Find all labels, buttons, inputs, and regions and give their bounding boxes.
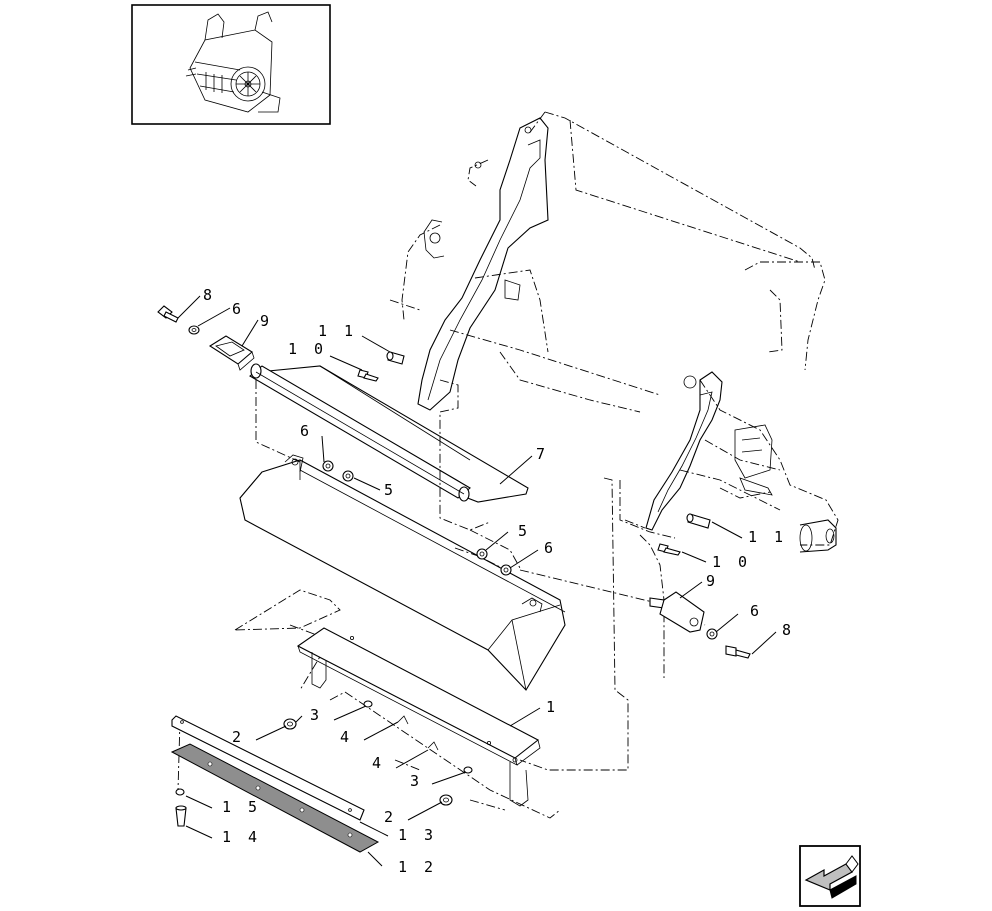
nut-5-upper	[342, 470, 354, 482]
bolt-10-left	[357, 369, 379, 382]
page-navigation-arrow-icon[interactable]	[799, 845, 861, 907]
bolt-10-right	[657, 543, 681, 556]
callout-4-upper: 4	[340, 728, 353, 746]
callout-14: 1 4	[222, 828, 261, 846]
callout-15: 1 5	[222, 798, 261, 816]
callout-11-right: 1 1	[748, 528, 787, 546]
callout-6-right: 6	[750, 602, 763, 620]
callout-10-right: 1 0	[712, 553, 751, 571]
callout-6-lower: 6	[544, 539, 557, 557]
callout-8-left: 8	[203, 286, 216, 304]
washer-3-left	[363, 700, 373, 708]
callout-9-right: 9	[706, 572, 719, 590]
nut-2-left	[283, 718, 297, 730]
fastener-bolt-8-left	[157, 305, 179, 323]
roller-tube	[249, 363, 471, 502]
callout-6-upper: 6	[300, 422, 313, 440]
washer-6-right	[706, 628, 718, 640]
callout-3-left: 3	[310, 706, 323, 724]
callout-5-upper: 5	[384, 481, 397, 499]
clip-4-lower	[427, 741, 439, 751]
washer-6-lower	[500, 564, 512, 576]
washer-15	[175, 788, 185, 796]
callout-5-lower: 5	[518, 522, 531, 540]
callout-10-left: 1 0	[288, 340, 327, 358]
callout-12: 1 2	[398, 858, 437, 876]
bushing-11-right	[686, 513, 711, 529]
washer-3-right	[463, 766, 473, 774]
callout-leader-lines	[177, 295, 777, 867]
chute-body	[239, 454, 566, 691]
mounting-strip-13	[171, 715, 365, 821]
bolt-8-right	[725, 645, 751, 659]
screw-14	[175, 805, 187, 827]
pivot-pin-9-right	[649, 591, 705, 633]
callout-7: 7	[536, 445, 549, 463]
pivot-pin-9-left	[208, 335, 255, 371]
nut-2-right	[439, 794, 453, 806]
callout-11-left: 1 1	[318, 322, 357, 340]
callout-8-right: 8	[782, 621, 795, 639]
callout-4-lower: 4	[372, 754, 385, 772]
bushing-11-left	[386, 351, 405, 365]
callout-1: 1	[546, 698, 559, 716]
bracket-plate-1	[296, 627, 541, 807]
main-frame-assembly	[389, 111, 839, 546]
machine-overview-thumbnail[interactable]	[131, 4, 331, 125]
callout-9-left: 9	[260, 312, 273, 330]
nut-5-lower	[476, 548, 488, 560]
callout-labels: 8 6 9 1 1 1 0 7 6 5 5 6 1 1 1 0 9 6 8 1 …	[203, 286, 795, 876]
clip-4-upper	[397, 715, 409, 725]
callout-3-right: 3	[410, 772, 423, 790]
frame-side-plate-left	[417, 117, 549, 411]
frame-side-plate-right	[645, 371, 837, 553]
callout-2-left: 2	[232, 728, 245, 746]
callout-6-left: 6	[232, 300, 245, 318]
washer-6-upper	[322, 460, 334, 472]
callout-2-right: 2	[384, 808, 397, 826]
fastener-washer-6-left	[188, 325, 200, 335]
callout-13: 1 3	[398, 826, 437, 844]
rubber-flap-12	[170, 743, 380, 853]
